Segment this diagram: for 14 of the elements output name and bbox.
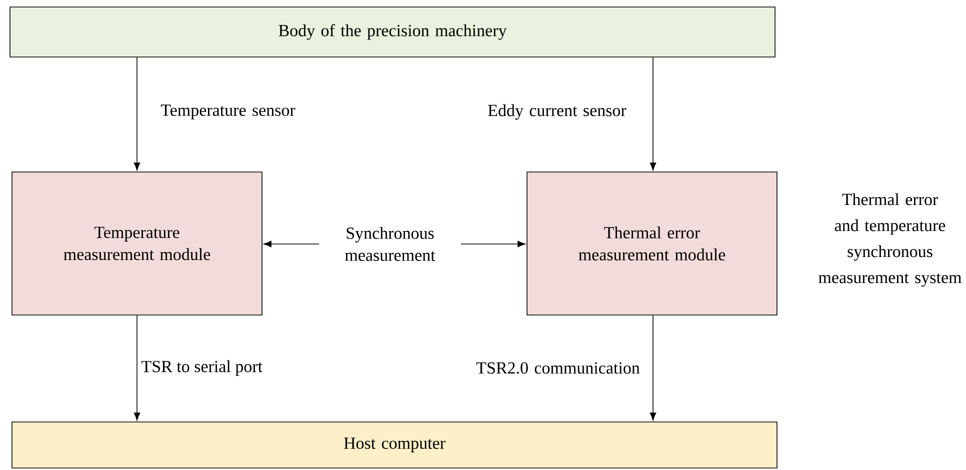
edge-label: Temperature sensor	[157, 104, 299, 120]
arrow	[134, 314, 140, 420]
system-label: Thermal error and temperature synchronous measurement system	[818, 193, 962, 287]
module-box: Body of the precision machinery	[10, 6, 776, 58]
arrow	[650, 57, 656, 170]
module-box: Thermal error measurement module	[526, 172, 778, 316]
edge-label: Synchronous measurement	[319, 226, 461, 262]
arrow	[650, 314, 656, 420]
edge-label: Eddy current sensor	[481, 103, 633, 121]
arrow	[134, 57, 140, 170]
module-box: Host computer	[12, 422, 778, 468]
edge-label: TSR2.0 communication	[472, 361, 644, 375]
module-box: Temperature measurement module	[12, 172, 262, 316]
edge-label: TSR to serial port	[140, 359, 264, 377]
